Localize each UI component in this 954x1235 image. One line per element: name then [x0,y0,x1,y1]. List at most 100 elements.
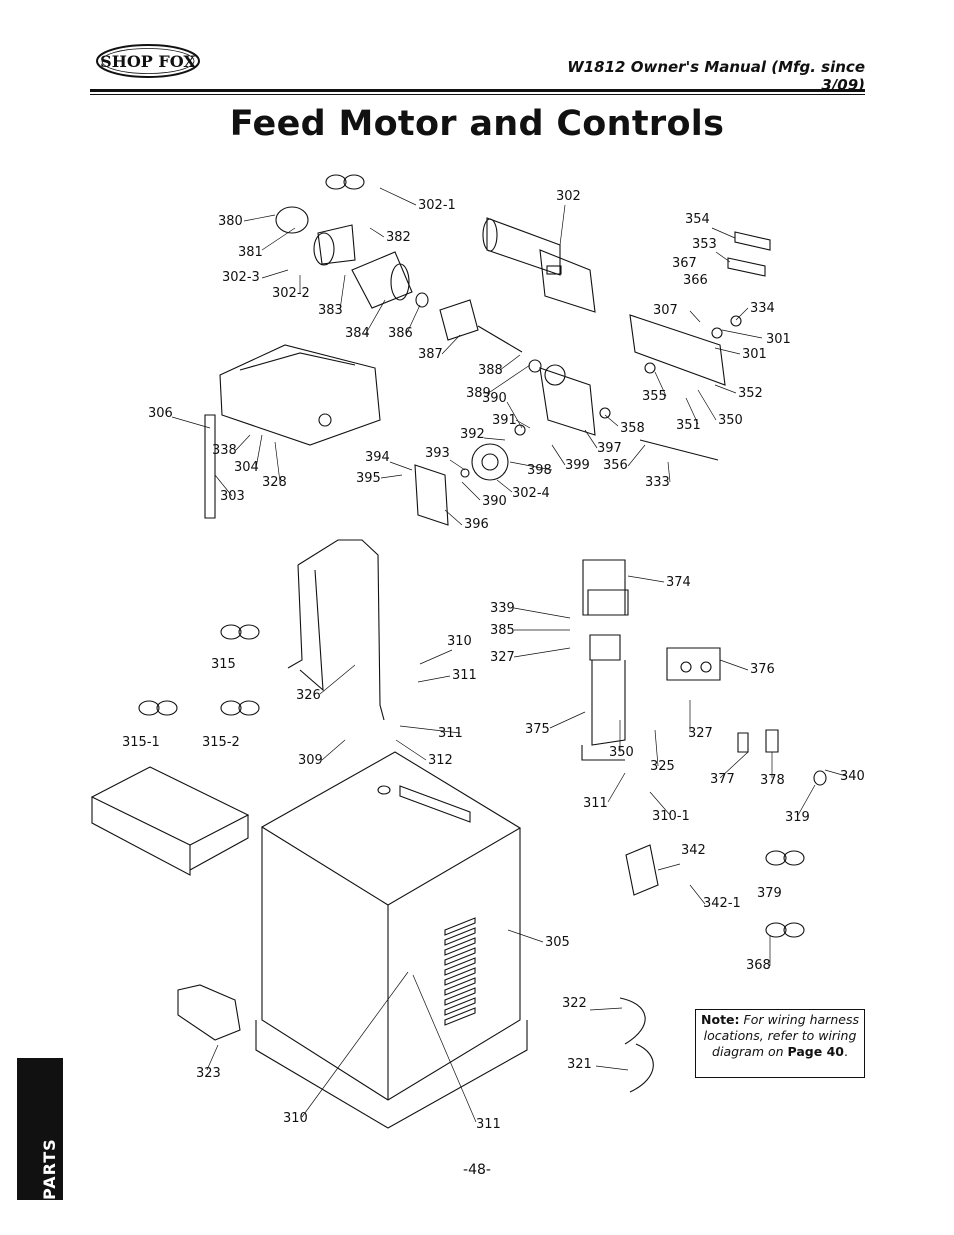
part-label: 393 [425,446,450,461]
leader-line [395,739,427,761]
part-label: 302 [556,189,581,204]
leader-line [796,784,816,818]
leader-line [506,401,523,429]
leader-line [339,274,346,311]
note-page-ref: Page 40 [787,1044,844,1059]
leader-line [715,251,731,263]
wire-loop [238,624,260,640]
motor-housing-drawing [351,251,413,309]
leader-line [444,509,463,526]
part-label: 350 [609,745,634,760]
leader-line [654,729,659,767]
part-label: 379 [757,886,782,901]
part-label: 302-3 [222,270,260,285]
part-label: 380 [218,214,243,229]
part-label: 387 [418,347,443,362]
leader-line [595,1065,629,1071]
part-label: 327 [688,726,713,741]
wire-loops-drawing [138,174,805,938]
part-label: 315 [211,657,236,672]
part-label: 395 [356,471,381,486]
leader-line [243,214,276,222]
leader-line [496,479,513,493]
leader-line [255,434,263,469]
part-label: 374 [666,575,691,590]
part-label: 315-2 [202,735,240,750]
feed-motor-drawing [482,217,596,313]
vent-slot [444,967,476,986]
leader-line [214,474,233,497]
leader-line [449,459,466,471]
leader-line [824,769,847,777]
part-label: 355 [642,389,667,404]
leader-line [261,227,296,251]
leader-line [261,269,289,279]
leader-line [549,711,586,729]
part-label: 325 [650,759,675,774]
leader-line [483,437,506,441]
header-rule-thick [90,89,865,92]
part-label: 302-1 [418,198,456,213]
part-label: 326 [296,688,321,703]
leader-line [321,739,346,761]
belt-guard-drawing [287,539,385,721]
leader-lines [171,187,847,1123]
leader-line [735,307,749,321]
shop-fox-logo: SHOP FOX [96,44,200,78]
leader-line [589,1007,623,1011]
part-label: 352 [738,386,763,401]
part-label: 321 [567,1057,592,1072]
part-label: 327 [490,650,515,665]
part-label: 339 [490,601,515,616]
part-label: 322 [562,996,587,1011]
leader-line [412,974,477,1123]
wire-loop [220,700,242,716]
part-label: 378 [760,773,785,788]
part-label: 383 [318,303,343,318]
part-label: 385 [490,623,515,638]
part-label: 305 [545,935,570,950]
part-label: 392 [460,427,485,442]
leader-line [657,863,681,871]
part-label: 306 [148,406,173,421]
part-label: 351 [676,418,701,433]
vent-slot [444,927,476,946]
part-label: 389 [466,386,491,401]
page-title: Feed Motor and Controls [229,104,725,144]
part-label: 333 [645,475,670,490]
leader-line [667,461,671,483]
leader-line [274,441,281,483]
part-label: 304 [234,460,259,475]
leader-line [627,575,665,583]
leader-line [489,364,531,393]
leader-line [719,751,749,779]
vent-slot [444,937,476,956]
leader-line [406,304,421,334]
vent-slots-drawing [444,917,476,1026]
wiring-note: Note: For wiring harness locations, refe… [695,1009,865,1078]
leader-line [513,607,571,619]
motor-end-cap-drawing [275,206,356,266]
part-label: 396 [464,517,489,532]
part-label: 309 [298,753,323,768]
wire-loop [156,700,178,716]
part-label: 377 [710,772,735,787]
part-label: 310 [447,634,472,649]
part-label: 342-1 [703,896,741,911]
cover-plate-drawing [414,464,449,526]
part-label: 390 [482,494,507,509]
part-label: 368 [746,958,771,973]
wire-loop [220,624,242,640]
vent-slot [444,1007,476,1026]
wire-loop [138,700,160,716]
part-label: 302-2 [272,286,310,301]
leader-line [649,791,671,816]
switch-box-drawing [666,647,721,681]
part-label: 310-1 [652,809,690,824]
part-label: 382 [386,230,411,245]
leader-line [364,299,386,336]
leader-line [685,397,699,425]
part-label: 354 [685,212,710,227]
gearbox-drawing [528,359,611,436]
leader-line [689,884,706,905]
